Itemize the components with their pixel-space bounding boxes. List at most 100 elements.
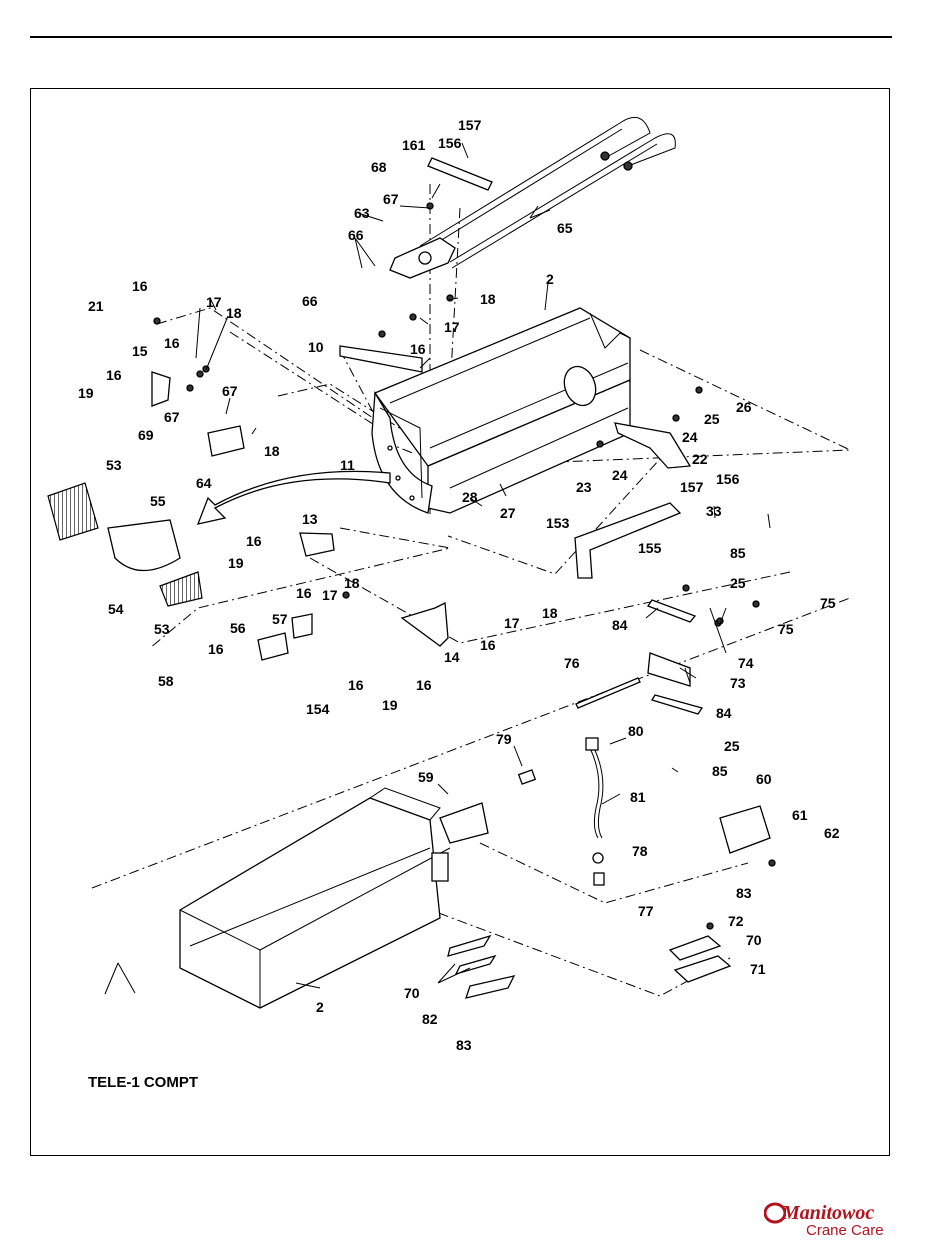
- callout-84a: 84: [612, 617, 628, 633]
- bracket-14: [400, 601, 449, 647]
- callout-27: 27: [500, 505, 516, 521]
- callout-68: 68: [371, 159, 387, 175]
- callout-80: 80: [628, 723, 644, 739]
- wear-pads-53-55: [47, 482, 203, 607]
- callout-16a: 16: [132, 278, 148, 294]
- hose-81: [585, 737, 605, 886]
- callout-16f: 16: [296, 585, 312, 601]
- callout-18d: 18: [344, 575, 360, 591]
- block-73: [647, 652, 691, 687]
- callout-16h: 16: [208, 641, 224, 657]
- callout-72: 72: [728, 913, 744, 929]
- callout-69: 69: [138, 427, 154, 443]
- callout-85a: 85: [730, 545, 746, 561]
- callout-15: 15: [132, 343, 148, 359]
- bracket-15: [151, 371, 171, 407]
- callout-56: 56: [230, 620, 246, 636]
- brand-subtitle: Crane Care: [806, 1222, 884, 1239]
- callout-83a: 83: [736, 885, 752, 901]
- callout-25a: 25: [704, 411, 720, 427]
- callout-53a: 53: [106, 457, 122, 473]
- callout-17b: 17: [444, 319, 460, 335]
- callout-16j: 16: [416, 677, 432, 693]
- fitting-79: [517, 769, 537, 785]
- wear-pad-10: [339, 345, 423, 373]
- callout-79: 79: [496, 731, 512, 747]
- callout-57: 57: [272, 611, 288, 627]
- callout-18b: 18: [480, 291, 496, 307]
- callout-2-upper: 2: [546, 271, 554, 287]
- callout-67b: 67: [222, 383, 238, 399]
- callout-17a: 17: [206, 294, 222, 310]
- bracket-153: [574, 502, 682, 579]
- callout-78: 78: [632, 843, 648, 859]
- tele-section-upper: [373, 307, 631, 514]
- callout-82: 82: [422, 1011, 438, 1027]
- callout-66b: 66: [302, 293, 318, 309]
- callout-21: 21: [88, 298, 104, 314]
- callout-84b: 84: [716, 705, 732, 721]
- callout-77: 77: [638, 903, 654, 919]
- plate-64: [207, 425, 245, 457]
- callout-16d: 16: [106, 367, 122, 383]
- callout-60: 60: [756, 771, 772, 787]
- callout-153: 153: [546, 515, 570, 531]
- tele-section-lower: [179, 787, 489, 1009]
- callout-156b: 156: [716, 471, 740, 487]
- callout-157: 157: [458, 117, 482, 133]
- exploded-parts-diagram: 157 161 156 68 67 63 66 66 65 2 16 21 17…: [47, 116, 851, 1053]
- strap-84-lower: [651, 694, 704, 715]
- callout-11: 11: [340, 457, 355, 473]
- callout-25c: 25: [724, 738, 740, 754]
- callout-155: 155: [638, 540, 662, 556]
- callout-64: 64: [196, 475, 212, 491]
- callout-19c: 19: [382, 697, 398, 713]
- shaft-76: [575, 677, 641, 709]
- leader-lines: [104, 142, 771, 995]
- bracket-57: [291, 613, 313, 639]
- callout-17d: 17: [504, 615, 520, 631]
- strap-84-upper: [647, 599, 697, 623]
- callout-75b: 75: [778, 621, 794, 637]
- callout-22: 22: [692, 451, 708, 467]
- plate-70-right: [668, 935, 722, 961]
- callout-13: 13: [302, 511, 318, 527]
- callout-16g: 16: [480, 637, 496, 653]
- callout-67: 67: [383, 191, 399, 207]
- callout-53b: 53: [154, 621, 170, 637]
- callout-157b: 157: [680, 479, 704, 495]
- callout-33: 33: [706, 503, 722, 519]
- bracket-63: [389, 237, 456, 279]
- callout-161: 161: [402, 137, 426, 153]
- top-rule: [30, 36, 892, 38]
- callout-66a: 66: [348, 227, 364, 243]
- callout-16b: 16: [410, 341, 426, 357]
- plate-60: [719, 805, 771, 854]
- callout-55: 55: [150, 493, 166, 509]
- callout-59: 59: [418, 769, 434, 785]
- manitowoc-swoosh-icon: [764, 1202, 786, 1224]
- block-56: [257, 632, 289, 661]
- callout-62: 62: [824, 825, 840, 841]
- callout-74: 74: [738, 655, 754, 671]
- manitowoc-logo: Manitowoc Crane Care: [762, 1198, 892, 1242]
- callout-18c: 18: [264, 443, 280, 459]
- callout-61: 61: [792, 807, 808, 823]
- callout-76: 76: [564, 655, 580, 671]
- callout-65: 65: [557, 220, 573, 236]
- callout-54: 54: [108, 601, 124, 617]
- plate-71: [673, 955, 732, 983]
- callout-19a: 19: [78, 385, 94, 401]
- callout-18e: 18: [542, 605, 558, 621]
- bracket-22: [614, 422, 692, 469]
- callout-70b: 70: [404, 985, 420, 1001]
- direction-arrow: [196, 470, 391, 525]
- callout-154: 154: [306, 701, 330, 717]
- callout-24b: 24: [612, 467, 628, 483]
- callout-16c: 16: [164, 335, 180, 351]
- callout-156: 156: [438, 135, 462, 151]
- callout-28: 28: [462, 489, 478, 505]
- callout-2-lower: 2: [316, 999, 324, 1015]
- callout-19b: 19: [228, 555, 244, 571]
- callout-70a: 70: [746, 932, 762, 948]
